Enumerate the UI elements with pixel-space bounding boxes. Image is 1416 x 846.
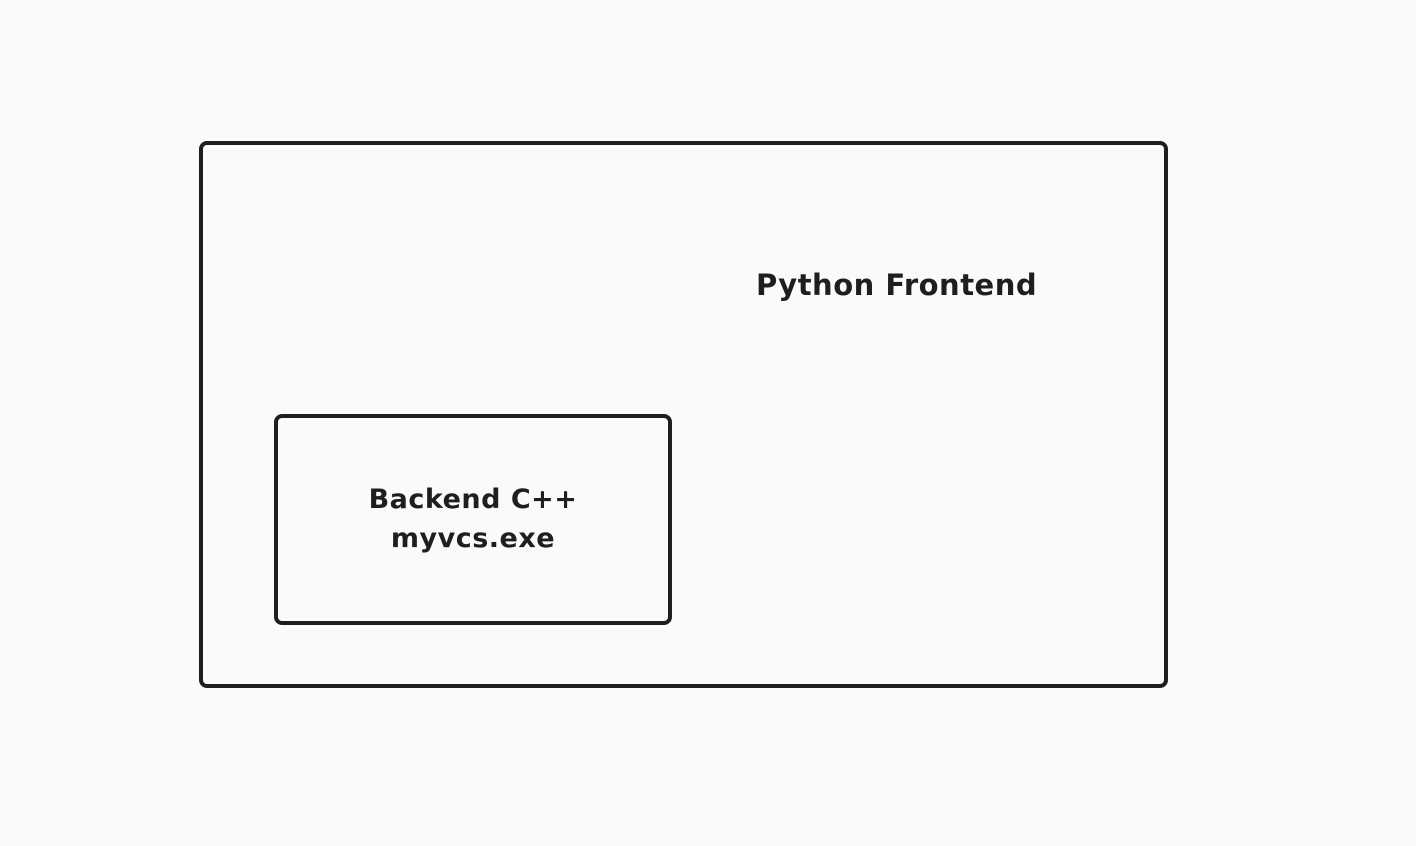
- backend-cpp-label: Backend C++: [368, 484, 578, 515]
- backend-cpp-box: [274, 414, 672, 625]
- python-frontend-box: [199, 141, 1168, 688]
- python-frontend-label: Python Frontend: [756, 268, 1038, 302]
- backend-executable-label: myvcs.exe: [390, 523, 556, 554]
